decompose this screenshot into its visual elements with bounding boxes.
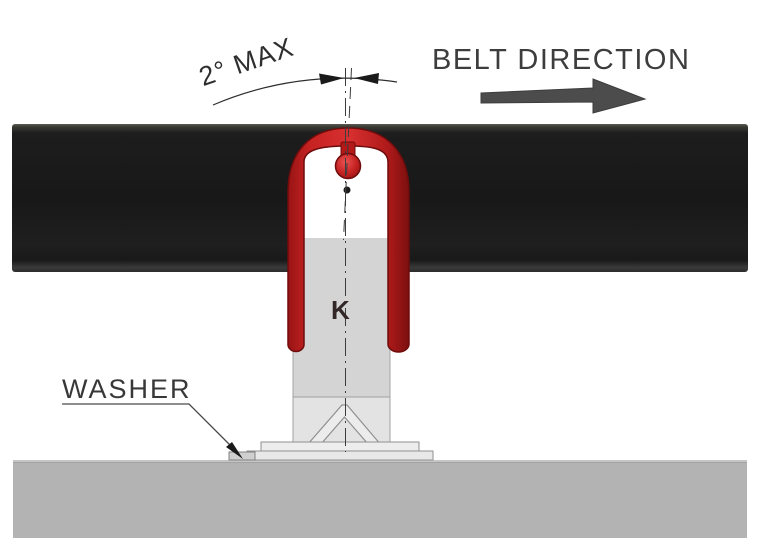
belt-direction-label: BELT DIRECTION [432,44,691,76]
blade-marking-label: K [331,295,350,325]
belt-direction-arrow-icon [480,78,647,114]
base-plate-upper [260,441,420,452]
tilt-reference-line [343,67,352,241]
washer-part [228,451,256,461]
washer-leader-arrowhead-icon [226,442,243,459]
washer-leader-line [62,403,237,452]
angle-dimension-arc [212,77,398,106]
angle-arrowhead-left-icon [319,73,344,85]
floor [13,460,747,538]
base-plate-lower [246,450,434,461]
washer-label: WASHER [62,374,192,404]
scraper-blade [287,127,410,353]
angle-arrowhead-right-icon [354,73,379,84]
pivot-ball [334,152,362,180]
center-pin-dot [343,186,351,194]
